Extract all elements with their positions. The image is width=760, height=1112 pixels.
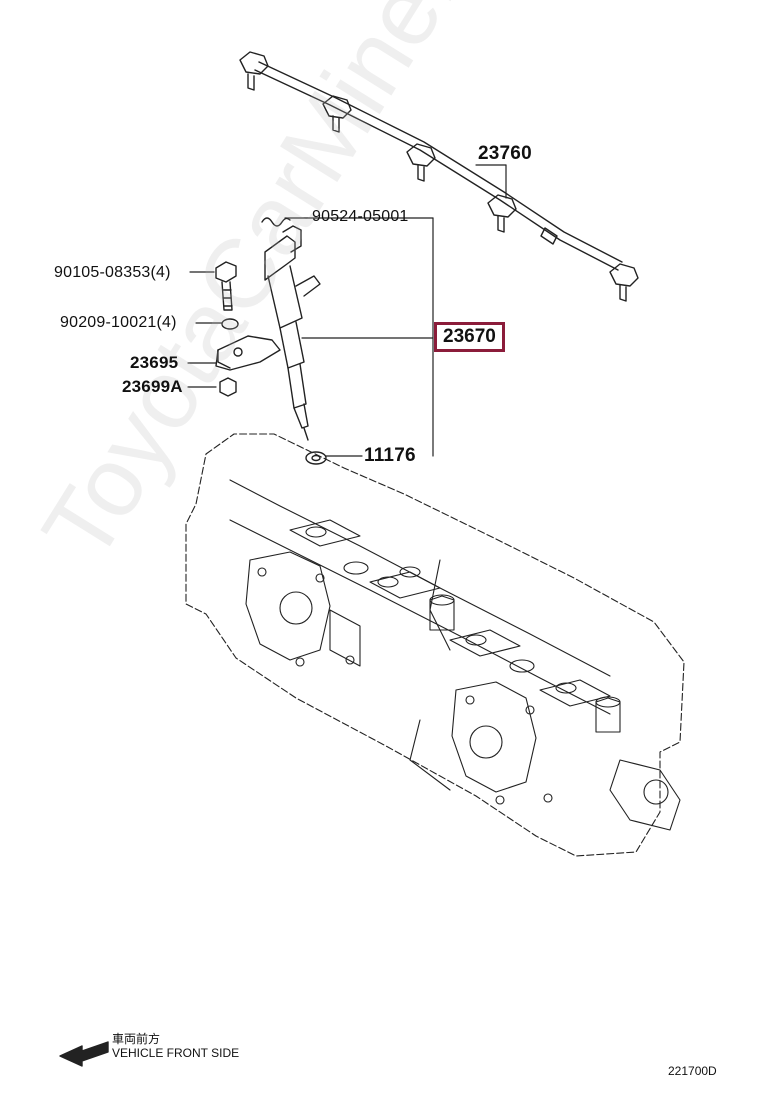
part-label-90105-08353[interactable]: 90105-08353(4) (54, 264, 171, 281)
front-direction-jp: 車両前方 (112, 1032, 161, 1046)
bolt (215, 261, 237, 311)
injector-clamp (215, 335, 281, 371)
pipe-fitting-2 (322, 95, 352, 133)
cylinder-head (185, 433, 685, 857)
part-label-23760[interactable]: 23760 (478, 143, 532, 164)
pipe-fitting-5 (609, 263, 639, 302)
fuel-injector (264, 225, 321, 441)
part-label-90209-10021[interactable]: 90209-10021(4) (60, 314, 177, 331)
part-label-23699a[interactable]: 23699A (122, 377, 183, 396)
injection-pipe (239, 51, 639, 302)
part-label-90524-05001[interactable]: 90524-05001 (312, 208, 409, 225)
washer (221, 318, 239, 330)
pipe-fitting-3 (406, 143, 436, 182)
pipe-fitting-4 (487, 194, 517, 233)
front-direction-en: VEHICLE FRONT SIDE (112, 1046, 240, 1060)
leader-lines (187, 164, 507, 457)
part-label-23670-selected[interactable]: 23670 (434, 322, 505, 352)
front-arrow-icon (59, 1041, 109, 1067)
nut (219, 377, 237, 397)
seal-washer (305, 451, 327, 465)
clip-symbol (261, 217, 291, 227)
part-label-23695[interactable]: 23695 (130, 353, 179, 372)
pipe-fitting-1 (239, 51, 269, 91)
part-label-11176[interactable]: 11176 (364, 445, 416, 466)
diagram-code: 221700D (668, 1064, 717, 1078)
